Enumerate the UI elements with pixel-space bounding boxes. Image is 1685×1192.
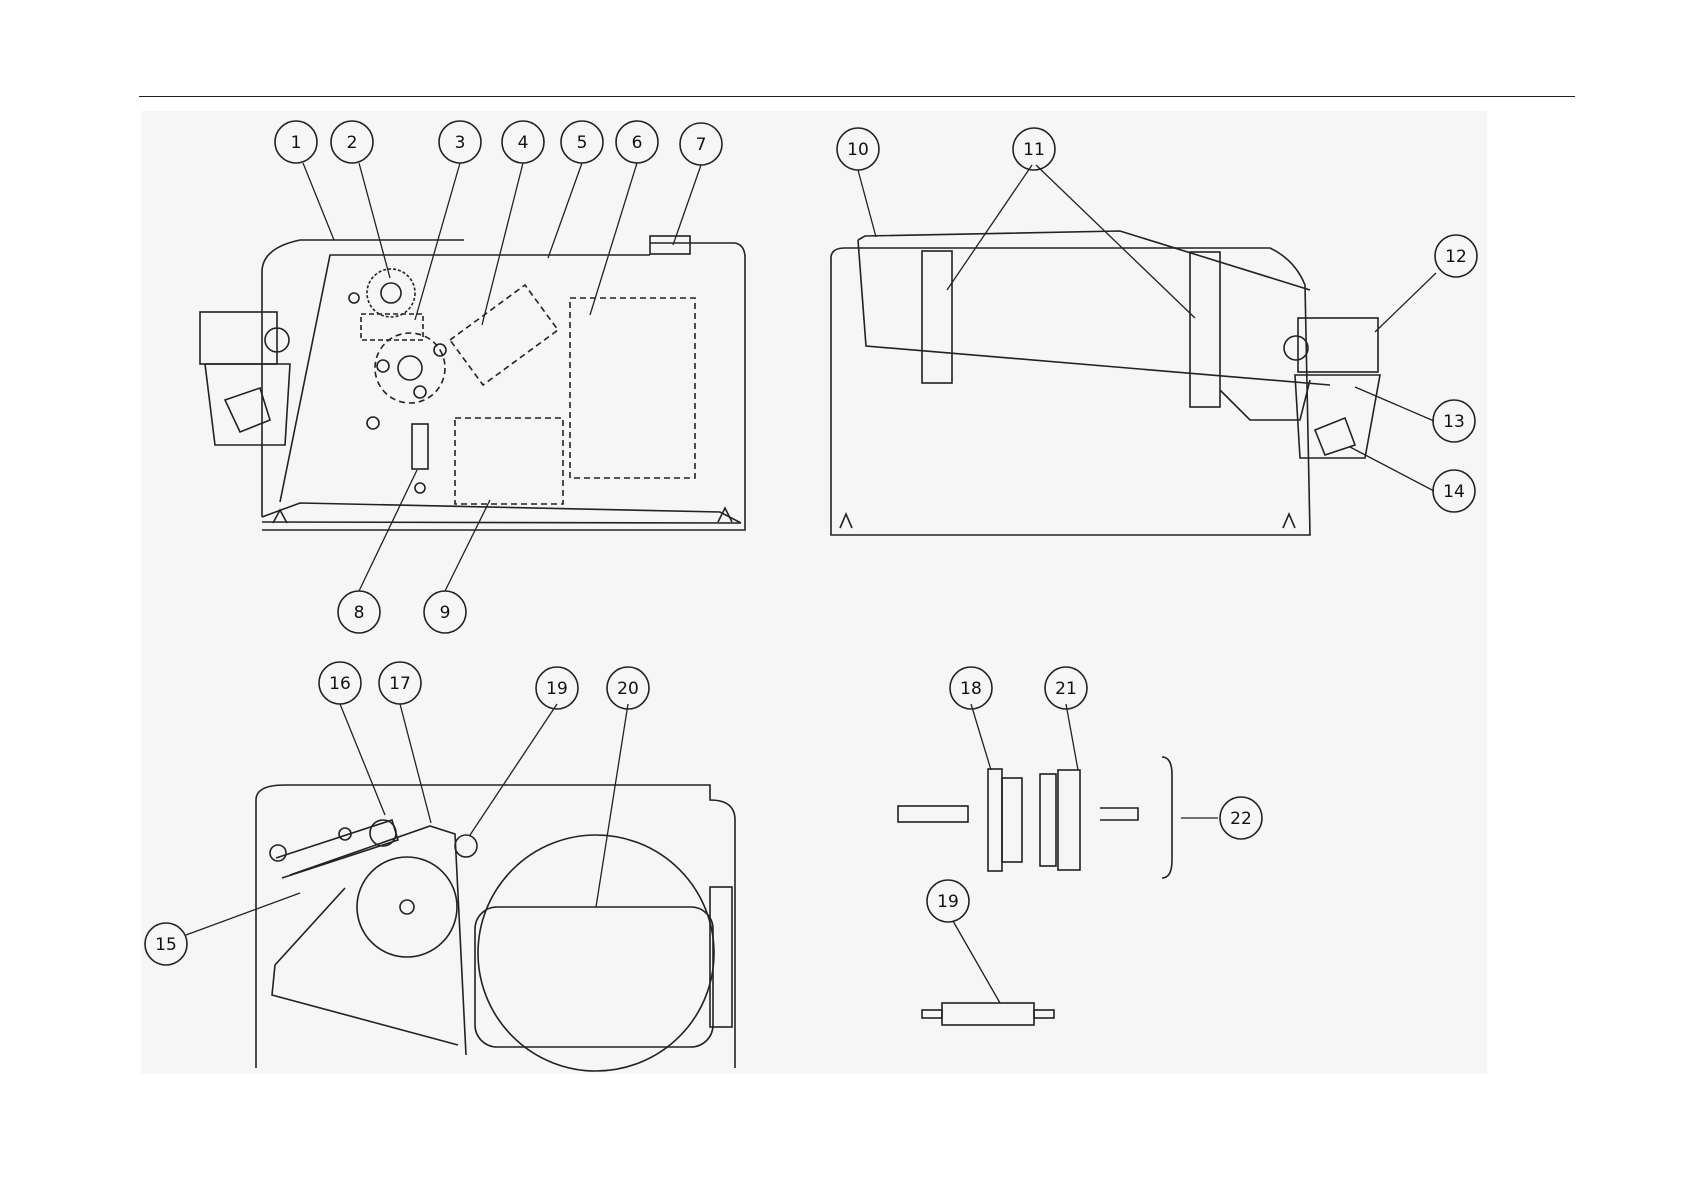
hole (367, 417, 379, 429)
bracket-part-11-left (922, 251, 952, 383)
board-part-6 (570, 298, 695, 478)
leader-lines (186, 163, 1436, 1003)
shaft (898, 806, 968, 822)
foot (840, 514, 852, 528)
clip-part-7 (650, 236, 690, 254)
drive-wheel (375, 333, 446, 403)
roll-part-20 (475, 907, 713, 1047)
callout-label: 11 (1023, 140, 1045, 160)
flange-part-21 (1058, 770, 1080, 870)
motor-part-4 (450, 285, 558, 385)
callout-label: 15 (155, 935, 177, 955)
housing-outline-bottom (256, 785, 735, 1068)
roller-part-17 (357, 857, 457, 957)
shaft-part-19 (922, 1003, 1054, 1025)
threaded-end (1100, 808, 1138, 820)
shaft-assembly-part-22 (898, 757, 1172, 878)
roller-shaft-end (922, 1010, 942, 1018)
housing-outline-right (831, 231, 1330, 535)
paper-guide (272, 888, 458, 1045)
bracket-part-11-right (1190, 252, 1220, 407)
callout-label: 2 (347, 133, 358, 153)
roller-hub (400, 900, 414, 914)
callout-label: 3 (455, 133, 466, 153)
callout-label: 22 (1230, 809, 1252, 829)
nut (349, 293, 359, 303)
paper-roll (478, 835, 714, 1071)
guide-plate (290, 826, 466, 1055)
callout-label: 21 (1055, 679, 1077, 699)
callout-label: 16 (329, 674, 351, 694)
gear-part-2 (367, 269, 415, 317)
callout-label: 4 (518, 133, 529, 153)
callout-label: 6 (632, 133, 643, 153)
callout-label: 19 (937, 892, 959, 912)
roll-holder-left (200, 312, 290, 445)
roll-holder-right (1284, 318, 1380, 458)
callout-label: 8 (354, 603, 365, 623)
spring-part-8 (412, 424, 428, 493)
roller-shaft-end (1034, 1010, 1054, 1018)
assembly-brace (1162, 757, 1172, 878)
callout-label: 10 (847, 140, 869, 160)
view-top-left (200, 236, 745, 530)
flange (1040, 774, 1056, 866)
view-top-right (831, 231, 1380, 535)
callout-numbers: 1 2 3 4 5 6 7 8 9 10 11 12 13 14 15 16 1… (155, 133, 1467, 955)
housing-outline (262, 240, 745, 530)
hub (1002, 778, 1022, 862)
pin-part-19 (455, 835, 477, 857)
flange-part-18 (988, 769, 1002, 871)
callout-circles (145, 121, 1477, 965)
bracket-part-3 (361, 314, 423, 340)
callout-label: 14 (1443, 482, 1465, 502)
callout-label: 1 (291, 133, 302, 153)
callout-label: 7 (696, 135, 707, 155)
roller-shaft-body (942, 1003, 1034, 1025)
callout-label: 17 (389, 674, 411, 694)
callout-label: 12 (1445, 247, 1467, 267)
callout-label: 13 (1443, 412, 1465, 432)
foot (1283, 514, 1295, 528)
callout-label: 9 (440, 603, 451, 623)
callout-label: 20 (617, 679, 639, 699)
callout-label: 5 (577, 133, 588, 153)
board-part-9 (455, 418, 563, 504)
lever-part-16 (270, 820, 398, 878)
view-bottom-left (256, 785, 735, 1071)
callout-label: 19 (546, 679, 568, 699)
callout-label: 18 (960, 679, 982, 699)
